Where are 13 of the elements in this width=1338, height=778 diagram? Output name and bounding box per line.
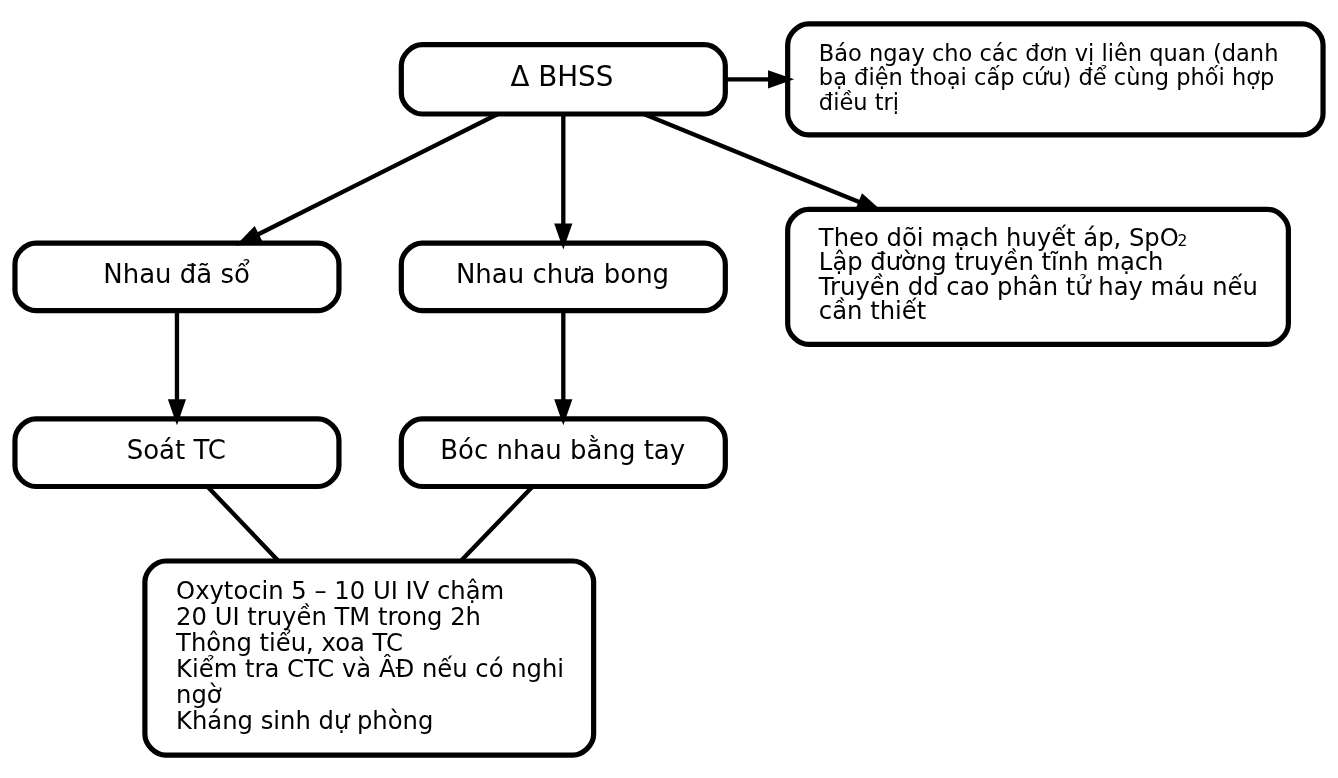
- arrow: [235, 111, 499, 246]
- node-box: Δ BHSS: [398, 41, 728, 117]
- arrow: [554, 310, 573, 425]
- node-box: Theo dõi mạch huyết áp, SpO2 Lập đường truyền tĩnh mạch Truyền dd cao phân tử hay máu nếu cần thiết: [785, 206, 1291, 347]
- node-box: Bóc nhau bằng tay: [398, 415, 728, 489]
- node-box: Nhau đã sổ: [12, 240, 342, 313]
- node-box: Oxytocin 5 – 10 UI IV chậm 20 UI truyền TM trong 2h Thông tiểu, xoa TC Kiểm tra CTC và ÂĐ nếu có nghi ngờ Kháng sinh dự phòng: [142, 557, 597, 758]
- node-box: Soát TC: [12, 415, 342, 489]
- node-box: Nhau chưa bong: [398, 240, 728, 313]
- arrow: [725, 69, 795, 88]
- arrow: [554, 113, 573, 249]
- arrow: [167, 310, 187, 425]
- node-box: Báo ngay cho các đơn vị liên quan (danh bạ điện thoại cấp cứu) để cùng phối hợp điều trị: [785, 20, 1326, 137]
